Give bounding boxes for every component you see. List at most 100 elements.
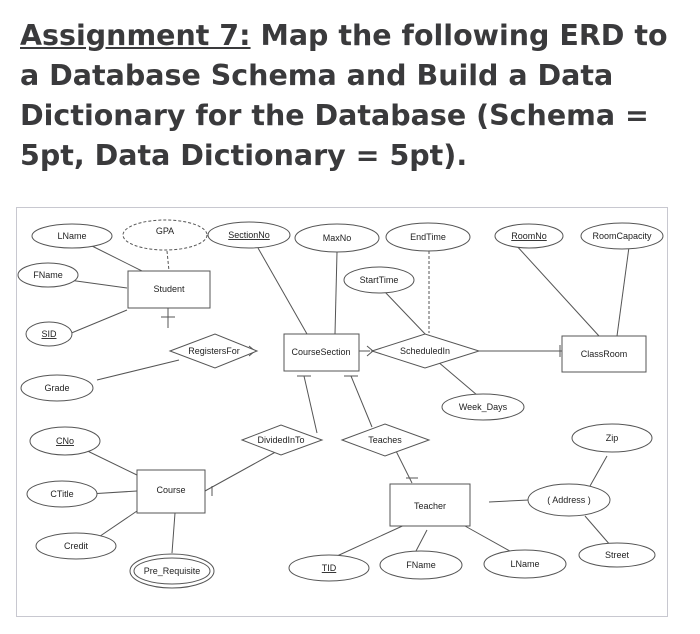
attribute-label: CTitle bbox=[50, 489, 73, 499]
attribute-ellipse bbox=[288, 554, 370, 582]
entity-teacher: Teacher bbox=[389, 483, 471, 527]
connector bbox=[68, 279, 128, 289]
attribute-label: FName bbox=[33, 270, 63, 280]
attribute-ellipse bbox=[385, 222, 471, 252]
attribute-label: Pre_Requisite bbox=[144, 566, 201, 576]
attribute-credit: Credit bbox=[35, 532, 117, 560]
relationship-label: Teaches bbox=[368, 435, 402, 445]
attribute-ellipse bbox=[578, 542, 656, 568]
attribute-ellipse bbox=[29, 426, 101, 456]
relationship-diamond bbox=[240, 424, 324, 456]
connector bbox=[384, 291, 428, 337]
connector bbox=[303, 375, 318, 434]
entity-label: Course bbox=[156, 485, 185, 495]
attribute-ellipse bbox=[294, 223, 380, 253]
relationship-diamond bbox=[340, 423, 431, 457]
attribute-ellipse bbox=[441, 393, 525, 421]
relationship-divided-into: DividedInTo bbox=[240, 424, 324, 456]
entity-class-room: ClassRoom bbox=[561, 335, 647, 373]
connector bbox=[394, 448, 413, 484]
connector bbox=[334, 251, 338, 335]
attribute-label: GPA bbox=[156, 226, 174, 236]
attribute-label: Credit bbox=[64, 541, 89, 551]
relationship-label: RegistersFor bbox=[188, 346, 240, 356]
relationship-scheduled-in: ScheduledIn bbox=[370, 333, 481, 369]
attribute-label: RoomNo bbox=[511, 231, 547, 241]
connector bbox=[68, 309, 128, 335]
relationship-diamond bbox=[370, 333, 481, 369]
connector bbox=[166, 250, 170, 272]
attribute-ellipse bbox=[527, 483, 611, 517]
attribute-room-capacity: RoomCapacity bbox=[580, 222, 664, 250]
attribute-label: SectionNo bbox=[228, 230, 270, 240]
attribute-end-time: EndTime bbox=[385, 222, 471, 252]
attribute-room-no: RoomNo bbox=[494, 223, 564, 249]
connector bbox=[96, 359, 180, 381]
attribute-ellipse bbox=[483, 549, 567, 579]
entity-box bbox=[283, 333, 360, 372]
attribute-label: Zip bbox=[606, 433, 619, 443]
attribute-cno: CNo bbox=[29, 426, 101, 456]
connector bbox=[350, 375, 373, 428]
assignment-number: Assignment 7: bbox=[20, 19, 251, 52]
connector bbox=[584, 515, 612, 547]
relationship-label: ScheduledIn bbox=[400, 346, 450, 356]
attribute-label: TID bbox=[322, 563, 337, 573]
attribute-ellipse bbox=[122, 219, 208, 251]
attribute-ellipse bbox=[20, 374, 94, 402]
entity-label: Student bbox=[153, 284, 185, 294]
attribute-ellipse bbox=[343, 266, 415, 294]
entity-box bbox=[561, 335, 647, 373]
connector bbox=[415, 529, 428, 552]
attribute-student-lname: LName bbox=[31, 223, 113, 249]
attribute-ellipse bbox=[31, 223, 113, 249]
entity-course-section: CourseSection bbox=[283, 333, 360, 372]
attribute-grade: Grade bbox=[20, 374, 94, 402]
entity-label: Teacher bbox=[414, 501, 446, 511]
entity-label: CourseSection bbox=[291, 347, 350, 357]
attribute-ellipse bbox=[25, 321, 73, 347]
erd-diagram: Student CourseSection ClassRoom Course T… bbox=[16, 207, 668, 617]
attribute-label: LName bbox=[510, 559, 539, 569]
attribute-ellipse bbox=[494, 223, 564, 249]
entity-label: ClassRoom bbox=[581, 349, 628, 359]
attribute-label: CNo bbox=[56, 436, 74, 446]
attribute-ellipse bbox=[26, 480, 98, 508]
connector bbox=[514, 243, 600, 337]
connector bbox=[366, 345, 374, 352]
connector bbox=[464, 525, 518, 556]
connector bbox=[204, 448, 282, 492]
attribute-pre-requisite: Pre_Requisite bbox=[129, 553, 215, 589]
connector bbox=[616, 246, 630, 337]
entity-student: Student bbox=[127, 270, 211, 309]
attribute-label: Grade bbox=[44, 383, 69, 393]
attribute-student-fname: FName bbox=[17, 262, 79, 288]
assignment-title: Assignment 7: Map the following ERD to a… bbox=[20, 16, 680, 176]
attribute-ellipse-inner bbox=[133, 557, 211, 585]
attribute-address: ( Address ) bbox=[527, 483, 611, 517]
relationship-diamond bbox=[168, 333, 259, 369]
attribute-label: Street bbox=[605, 550, 630, 560]
connector bbox=[589, 455, 608, 487]
relationship-registers-for: RegistersFor bbox=[168, 333, 259, 369]
connector-lines bbox=[68, 243, 630, 557]
attribute-teacher-lname: LName bbox=[483, 549, 567, 579]
attribute-tid: TID bbox=[288, 554, 370, 582]
attribute-zip: Zip bbox=[571, 423, 653, 453]
attribute-section-no: SectionNo bbox=[207, 221, 291, 249]
erd-canvas: Student CourseSection ClassRoom Course T… bbox=[17, 219, 664, 589]
attribute-label: ( Address ) bbox=[547, 495, 591, 505]
attribute-sid: SID bbox=[25, 321, 73, 347]
attribute-label: FName bbox=[406, 560, 436, 570]
attribute-week-days: Week_Days bbox=[441, 393, 525, 421]
entity-box bbox=[136, 469, 206, 514]
attribute-label: EndTime bbox=[410, 232, 446, 242]
attribute-label: RoomCapacity bbox=[592, 231, 652, 241]
attribute-ellipse bbox=[580, 222, 664, 250]
attribute-gpa: GPA bbox=[122, 219, 208, 251]
attribute-label: StartTime bbox=[360, 275, 399, 285]
attribute-label: LName bbox=[57, 231, 86, 241]
relationship-teaches: Teaches bbox=[340, 423, 431, 457]
connector bbox=[488, 499, 530, 503]
connector bbox=[171, 512, 176, 554]
